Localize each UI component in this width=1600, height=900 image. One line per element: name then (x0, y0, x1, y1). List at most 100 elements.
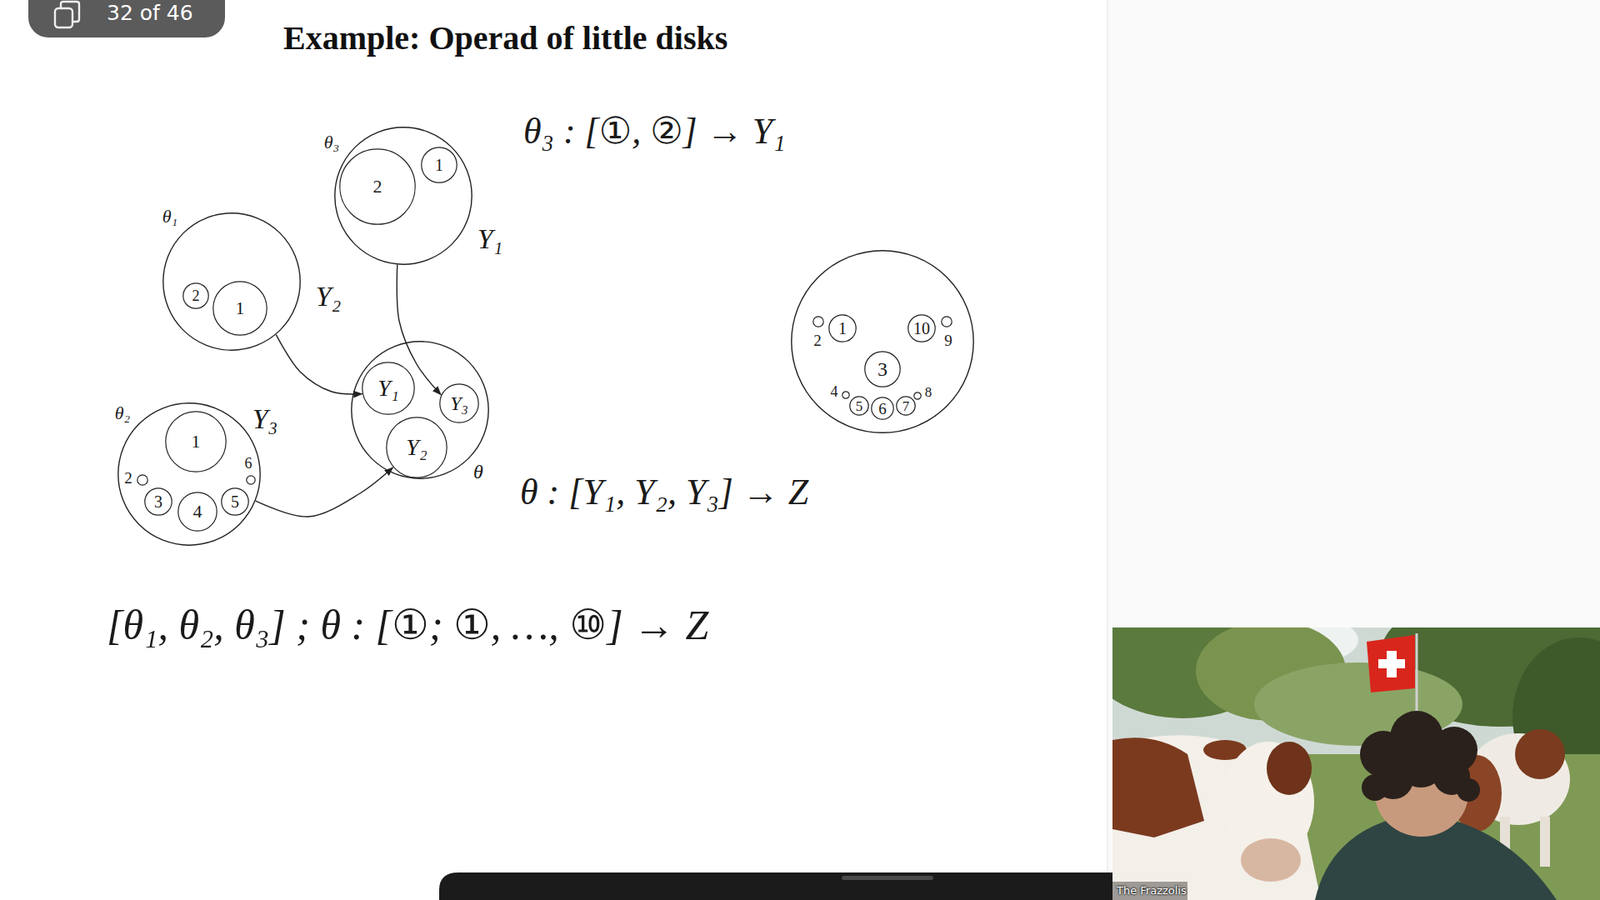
video-caption: The Frazzolis (1116, 884, 1187, 898)
person-hair (1360, 710, 1480, 802)
copy-icon (60, 1, 80, 22)
little-disk: 1 (828, 314, 857, 343)
disk-outline (913, 391, 922, 400)
disk-circle (335, 127, 472, 265)
disk-circle (941, 316, 952, 327)
little-disk: 3 (864, 350, 901, 388)
disk-number: 1 (191, 432, 201, 451)
disk-outline (117, 402, 261, 546)
cow-patch (1515, 729, 1565, 780)
operation-disk: θ₃Y₁21 (334, 126, 473, 265)
cow (1112, 735, 1321, 900)
copy-icon (55, 8, 73, 28)
slide-counter: 32 of 46 (106, 0, 194, 26)
disk-number: Y₃ (450, 393, 469, 414)
disk-circle (842, 391, 850, 399)
disk-circle (813, 316, 824, 327)
caption-shade (1112, 881, 1188, 900)
disk-number: 10 (913, 320, 930, 337)
disk-outline (136, 474, 149, 486)
video-thumbnail (1112, 627, 1600, 900)
little-disk: Y₁ (361, 361, 415, 415)
disk-circle (165, 411, 226, 472)
disk-circle (178, 492, 217, 531)
composition-arrow (396, 265, 441, 395)
disk-circle (421, 147, 457, 183)
cow-patch (1112, 737, 1205, 838)
formula: θ₃ : [①, ②] → Y₁ (523, 110, 785, 155)
disk-number: 6 (878, 400, 887, 417)
little-disk: 3 (144, 487, 173, 516)
disk-circle (791, 250, 974, 433)
cow-patch (1266, 741, 1312, 795)
disk-outline (812, 315, 825, 328)
slide-title: Example: Operad of little disks (283, 18, 728, 59)
disk-circle (145, 488, 172, 515)
disk-number: 1 (435, 156, 444, 174)
composition-arrow (275, 335, 362, 395)
disk-circle (850, 396, 869, 415)
formula: [θ₁, θ₂, θ₃] ; θ : [①; ①, …, ⑩] → Z (106, 600, 709, 650)
disk-circle (246, 475, 255, 485)
little-disk: 4 (841, 390, 850, 400)
operation-disk: θ₂Y₃123456 (117, 402, 261, 546)
disk-number: 1 (235, 299, 245, 318)
disk-circle (340, 149, 415, 225)
disk-label: 6 (245, 455, 253, 471)
disk-circle (213, 281, 267, 335)
disk-circle (137, 475, 148, 485)
cow-muzzle (1240, 838, 1301, 882)
little-disk: 10 (907, 314, 936, 343)
little-disk: 2 (136, 474, 149, 486)
little-disk: 2 (339, 148, 416, 225)
little-disk: 9 (940, 315, 953, 328)
disk-circle (865, 351, 900, 387)
disk-number: 2 (192, 288, 200, 304)
operation-disk: θ Y₁ Y₃ Y₂ (350, 340, 490, 480)
disk-circle (351, 341, 489, 479)
disk-number: 5 (855, 399, 864, 414)
formula: θ : [Y₁, Y₂, Y₃] → Z (520, 470, 809, 515)
disk-label: θ₃ (324, 133, 340, 152)
disk-circle (896, 396, 915, 415)
disk-label: θ₁ (162, 207, 178, 226)
little-disk: 1 (165, 410, 227, 473)
disk-label: 2 (813, 332, 822, 349)
disk-number: Y₁ (377, 376, 399, 400)
disk-number: 3 (877, 359, 888, 380)
disk-label: 4 (830, 384, 839, 400)
toolbar-handle (841, 875, 934, 880)
disk-outline (162, 212, 301, 351)
disk-circle (914, 392, 921, 400)
little-disk: 4 (177, 491, 218, 532)
disk-circle (118, 403, 260, 545)
disk-circle (440, 384, 479, 423)
disk-circle (908, 315, 935, 342)
disk-outline (940, 315, 953, 328)
panel-divider (1107, 0, 1109, 900)
disk-label: 8 (925, 385, 933, 400)
disk-number: 7 (902, 399, 910, 414)
disk-circle (362, 362, 415, 415)
disk-number: 2 (373, 177, 383, 196)
disk-outline (334, 126, 473, 265)
disk-number: Y₂ (405, 435, 427, 460)
disk-label: θ (473, 461, 484, 482)
little-disk: 5 (220, 487, 250, 516)
little-disk: Y₂ (385, 416, 448, 479)
operation-disk: θ₁Y₂21 (162, 212, 301, 351)
disk-circle (871, 397, 894, 420)
disk-circle (386, 417, 447, 478)
swiss-flag (1366, 635, 1415, 693)
disk-label: Y₁ (477, 225, 504, 254)
composition-arrow (255, 467, 394, 517)
disk-circle (163, 213, 300, 350)
flag-cross (1378, 659, 1405, 669)
side-panel (1107, 0, 1600, 900)
disk-circle (221, 488, 249, 515)
little-disk: 6 (245, 475, 256, 485)
